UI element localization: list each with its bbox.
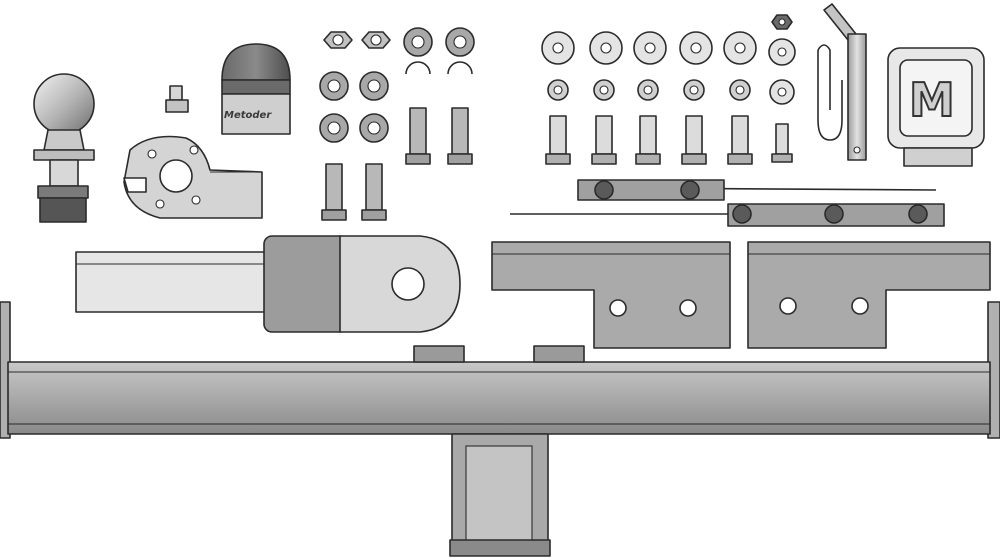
side-bracket-left [491, 241, 731, 349]
hardware-nuts-washers-left [319, 27, 475, 143]
wiring-strip-lower [510, 203, 945, 227]
socket-cover-logo: M [909, 73, 955, 127]
socket-cover: M [887, 47, 985, 167]
bolts-left [321, 107, 473, 221]
receiver-neck [449, 433, 551, 557]
hardware-washers-right [541, 14, 796, 105]
cap-brand-label: Metoder [224, 110, 272, 121]
small-bolt [165, 85, 189, 113]
r-clip [817, 44, 843, 141]
tow-ball [33, 73, 95, 223]
main-crossbar [0, 301, 1000, 439]
crossbar-center-clamps [413, 345, 585, 363]
socket-mounting-plate [123, 135, 263, 219]
locking-pin [823, 3, 867, 161]
wiring-strip-upper [577, 179, 937, 201]
bolts-right [545, 115, 793, 165]
drawbar-tongue [75, 235, 461, 333]
ball-cap: Metoder [221, 43, 291, 135]
side-bracket-right [747, 241, 991, 349]
